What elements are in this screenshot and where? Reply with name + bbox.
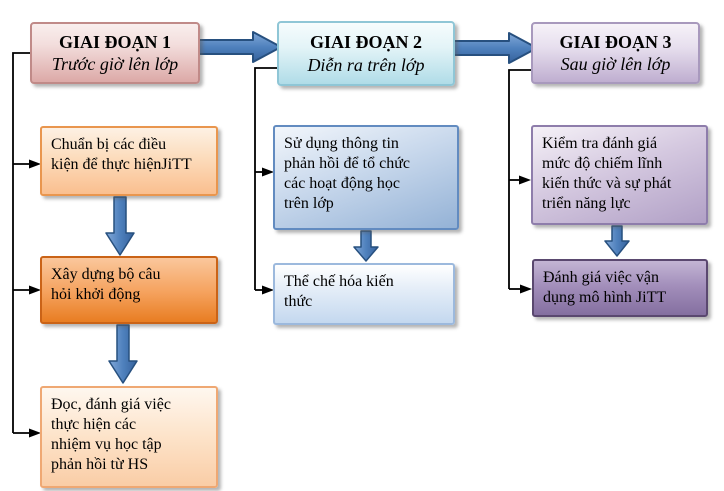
connector-line-phase1 <box>12 52 30 433</box>
branch-phase2-box1-arrowhead-icon <box>262 167 274 177</box>
phase-1-header: GIAI ĐOẠN 1 Trước giờ lên lớp <box>30 22 200 84</box>
box-read-evaluate-student-feedback-text: Đọc, đánh giá việc thực hiện các nhiệm v… <box>51 396 171 474</box>
box-read-evaluate-student-feedback: Đọc, đánh giá việc thực hiện các nhiệm v… <box>40 386 218 488</box>
down-arrow-usefeedback-to-institutionalize-icon <box>353 230 379 262</box>
box-institutionalize-knowledge-text: Thể chế hóa kiến thức <box>284 273 394 311</box>
phase-1-title: GIAI ĐOẠN 1 <box>58 31 171 52</box>
flow-arrow-phase1-to-phase2-icon <box>198 31 282 63</box>
box-institutionalize-knowledge: Thể chế hóa kiến thức <box>273 263 455 325</box>
box-use-feedback-organize-activities-text: Sử dụng thông tin phản hồi để tổ chức cá… <box>284 135 410 213</box>
branch-phase2-box2-arrowhead-icon <box>262 285 274 295</box>
branch-phase3-box1-arrowhead-icon <box>519 175 531 185</box>
down-arrow-prepare-to-questions-icon <box>105 196 135 256</box>
down-arrow-questions-to-read-icon <box>108 324 138 384</box>
connector-line-phase2 <box>254 67 277 290</box>
phase-2-header: GIAI ĐOẠN 2 Diễn ra trên lớp <box>277 21 455 86</box>
phase-2-title: GIAI ĐOẠN 2 <box>309 32 422 52</box>
branch-phase3-box2-arrowhead-icon <box>520 284 532 294</box>
box-assess-knowledge-competence-text: Kiểm tra đánh giá mức độ chiếm lĩnh kiến… <box>542 135 672 213</box>
box-prepare-conditions-text: Chuẩn bị các điều kiện để thực hiệnJiTT <box>51 136 192 174</box>
branch-phase1-box2-arrowhead-icon <box>29 285 41 295</box>
connector-line-phase3 <box>508 69 531 289</box>
box-use-feedback-organize-activities: Sử dụng thông tin phản hồi để tổ chức cá… <box>273 125 459 230</box>
box-evaluate-jitt-application: Đánh giá việc vận dụng mô hình JiTT <box>532 259 708 317</box>
box-build-warmup-questions-text: Xây dựng bộ câu hỏi khởi động <box>51 266 161 304</box>
down-arrow-assess-to-evaluate-icon <box>604 225 630 257</box>
flow-arrow-phase2-to-phase3-icon <box>453 32 538 64</box>
phase-3-header: GIAI ĐOẠN 3 Sau giờ lên lớp <box>531 22 700 84</box>
box-build-warmup-questions: Xây dựng bộ câu hỏi khởi động <box>40 256 218 324</box>
phase-2-subtitle: Diễn ra trên lớp <box>307 54 425 75</box>
phase-3-subtitle: Sau giờ lên lớp <box>560 54 671 74</box>
box-evaluate-jitt-application-text: Đánh giá việc vận dụng mô hình JiTT <box>543 269 667 307</box>
phase-3-title: GIAI ĐOẠN 3 <box>559 31 672 52</box>
branch-phase1-box3-arrowhead-icon <box>29 428 41 438</box>
phase-1-subtitle: Trước giờ lên lớp <box>51 54 179 74</box>
branch-phase1-box1-arrowhead-icon <box>29 159 41 169</box>
box-prepare-conditions: Chuẩn bị các điều kiện để thực hiệnJiTT <box>40 126 218 196</box>
box-assess-knowledge-competence: Kiểm tra đánh giá mức độ chiếm lĩnh kiến… <box>531 125 708 225</box>
